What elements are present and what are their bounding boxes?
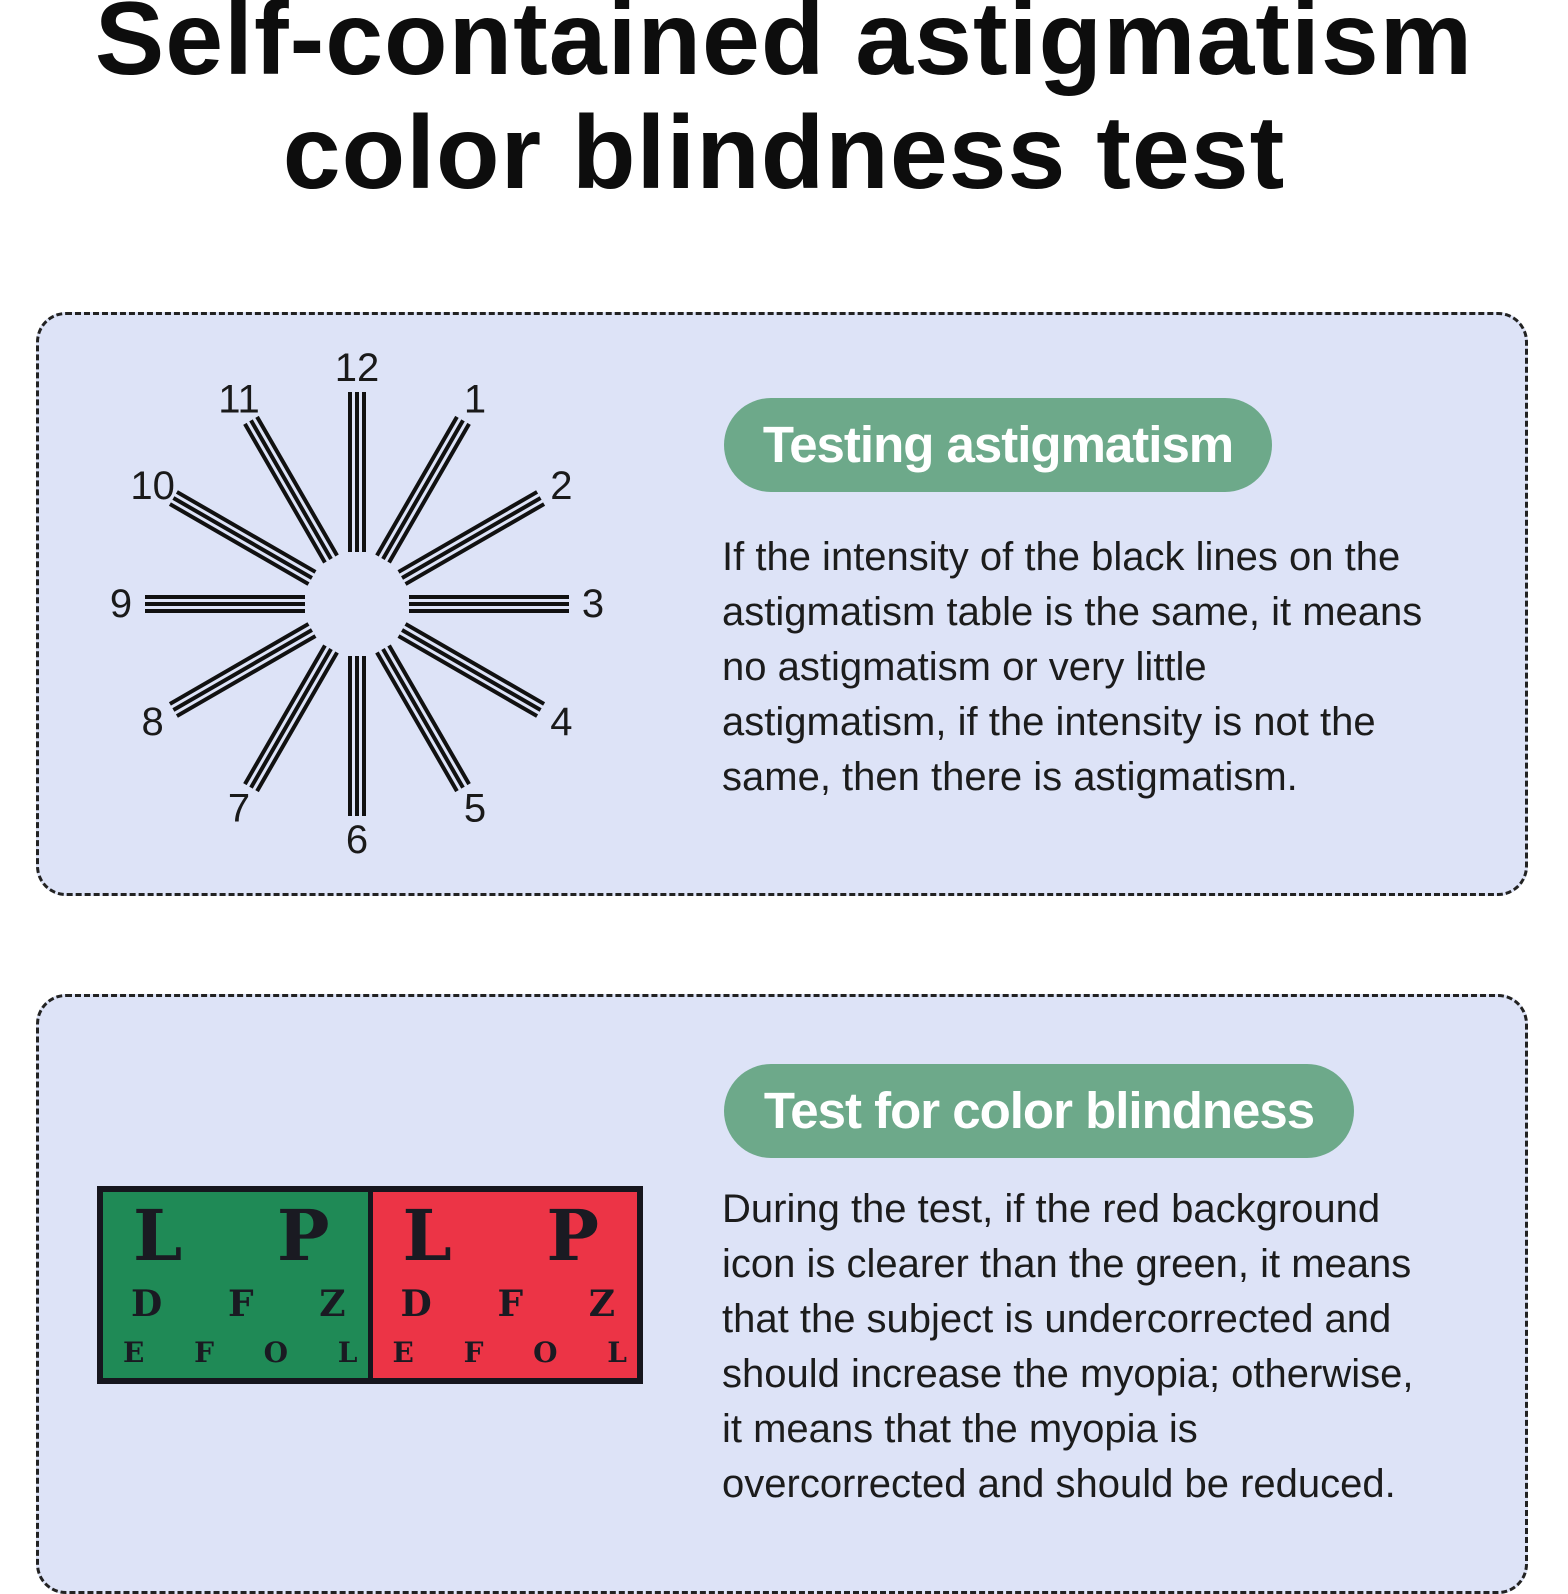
chart-letter: L: [402, 1194, 452, 1277]
dial-spoke-line: [375, 415, 459, 557]
text-line: astigmatism, if the intensity is not the: [722, 700, 1376, 744]
chart-letter: F: [497, 1283, 523, 1325]
dial-spoke-line: [168, 622, 310, 706]
dial-label: 3: [582, 582, 604, 626]
astigmatism-heading-badge: Testing astigmatism: [724, 398, 1272, 492]
dial-spoke-line: [175, 634, 317, 718]
dial-spoke-line: [381, 648, 465, 789]
dial-spoke-line: [255, 651, 339, 793]
text-line: it means that the myopia is: [722, 1407, 1198, 1451]
dial-label: 6: [346, 818, 368, 860]
chart-letter: Z: [319, 1283, 346, 1325]
text-line: astigmatism table is the same, it means: [722, 590, 1423, 634]
page-title: Self-contained astigmatism color blindne…: [0, 0, 1568, 210]
color-blindness-heading: Test for color blindness: [763, 1082, 1315, 1139]
astigmatism-description: If the intensity of the black lines on t…: [722, 530, 1422, 805]
green-panel: L P D F Z E F O L: [103, 1192, 368, 1378]
color-blindness-description: During the test, if the red background i…: [722, 1182, 1413, 1512]
dial-spoke-line: [401, 496, 542, 580]
dial-spoke-line: [381, 419, 465, 560]
dial-spoke-line: [172, 496, 313, 580]
dial-spoke-line: [243, 644, 327, 786]
dial-spoke-line: [255, 415, 339, 557]
dial-spoke-line: [175, 490, 317, 574]
dial-label: 8: [141, 700, 163, 744]
chart-letter: P: [276, 1194, 330, 1277]
astigmatism-heading: Testing astigmatism: [762, 416, 1234, 473]
dial-label: 11: [218, 378, 260, 422]
dial-label: 7: [228, 786, 250, 830]
dial-label: 10: [130, 464, 175, 508]
dial-label: 12: [335, 346, 380, 390]
text-line: same, then there is astigmatism.: [722, 755, 1298, 799]
dial-spoke-line: [397, 634, 539, 718]
title-line-2: color blindness test: [282, 95, 1286, 211]
dial-label: 1: [464, 378, 486, 422]
dial-spoke-line: [401, 628, 542, 712]
dial-spoke-line: [404, 502, 546, 586]
chart-letter: P: [546, 1194, 599, 1277]
dial-label: 4: [550, 700, 572, 744]
dial-spoke-line: [243, 422, 327, 564]
dial-spoke-line: [375, 651, 459, 793]
dial-label: 9: [110, 582, 132, 626]
dial-spoke-line: [249, 419, 333, 560]
chart-letter: L: [607, 1336, 627, 1369]
text-line: no astigmatism or very little: [722, 645, 1207, 689]
chart-letter: O: [533, 1336, 558, 1369]
dial-label: 5: [464, 786, 486, 830]
dial-spoke-line: [404, 622, 546, 706]
text-line: overcorrected and should be reduced.: [722, 1462, 1396, 1506]
chart-letter: O: [263, 1336, 289, 1369]
chart-letter: E: [123, 1336, 145, 1369]
dial-spoke-line: [387, 422, 471, 564]
text-line: that the subject is undercorrected and: [722, 1297, 1392, 1341]
chart-letter: D: [131, 1283, 163, 1325]
dial-center-circle: [307, 554, 407, 654]
text-line: If the intensity of the black lines on t…: [722, 535, 1401, 579]
chart-letter: E: [392, 1336, 414, 1369]
red-green-chart: L P D F Z E F O L L P D F Z E F O L: [97, 1186, 643, 1384]
text-line: icon is clearer than the green, it means: [722, 1242, 1412, 1286]
dial-spoke-line: [387, 644, 471, 786]
chart-letter: F: [227, 1283, 254, 1325]
chart-letter: L: [337, 1336, 358, 1369]
text-line: During the test, if the red background: [722, 1187, 1381, 1231]
text-line: should increase the myopia; otherwise,: [722, 1352, 1414, 1396]
dial-label: 2: [550, 464, 572, 508]
chart-letter: F: [463, 1336, 484, 1369]
chart-letter: Z: [588, 1283, 615, 1325]
title-line-1: Self-contained astigmatism: [94, 0, 1474, 97]
chart-letter: L: [133, 1194, 183, 1277]
dial-spoke-line: [249, 648, 333, 789]
red-panel: L P D F Z E F O L: [372, 1192, 637, 1378]
chart-letter: D: [400, 1283, 432, 1325]
color-blindness-heading-badge: Test for color blindness: [724, 1064, 1354, 1158]
dial-spoke-line: [168, 502, 310, 586]
chart-letter: F: [194, 1336, 214, 1369]
dial-spoke-line: [397, 490, 539, 574]
dial-spoke-line: [172, 628, 313, 712]
